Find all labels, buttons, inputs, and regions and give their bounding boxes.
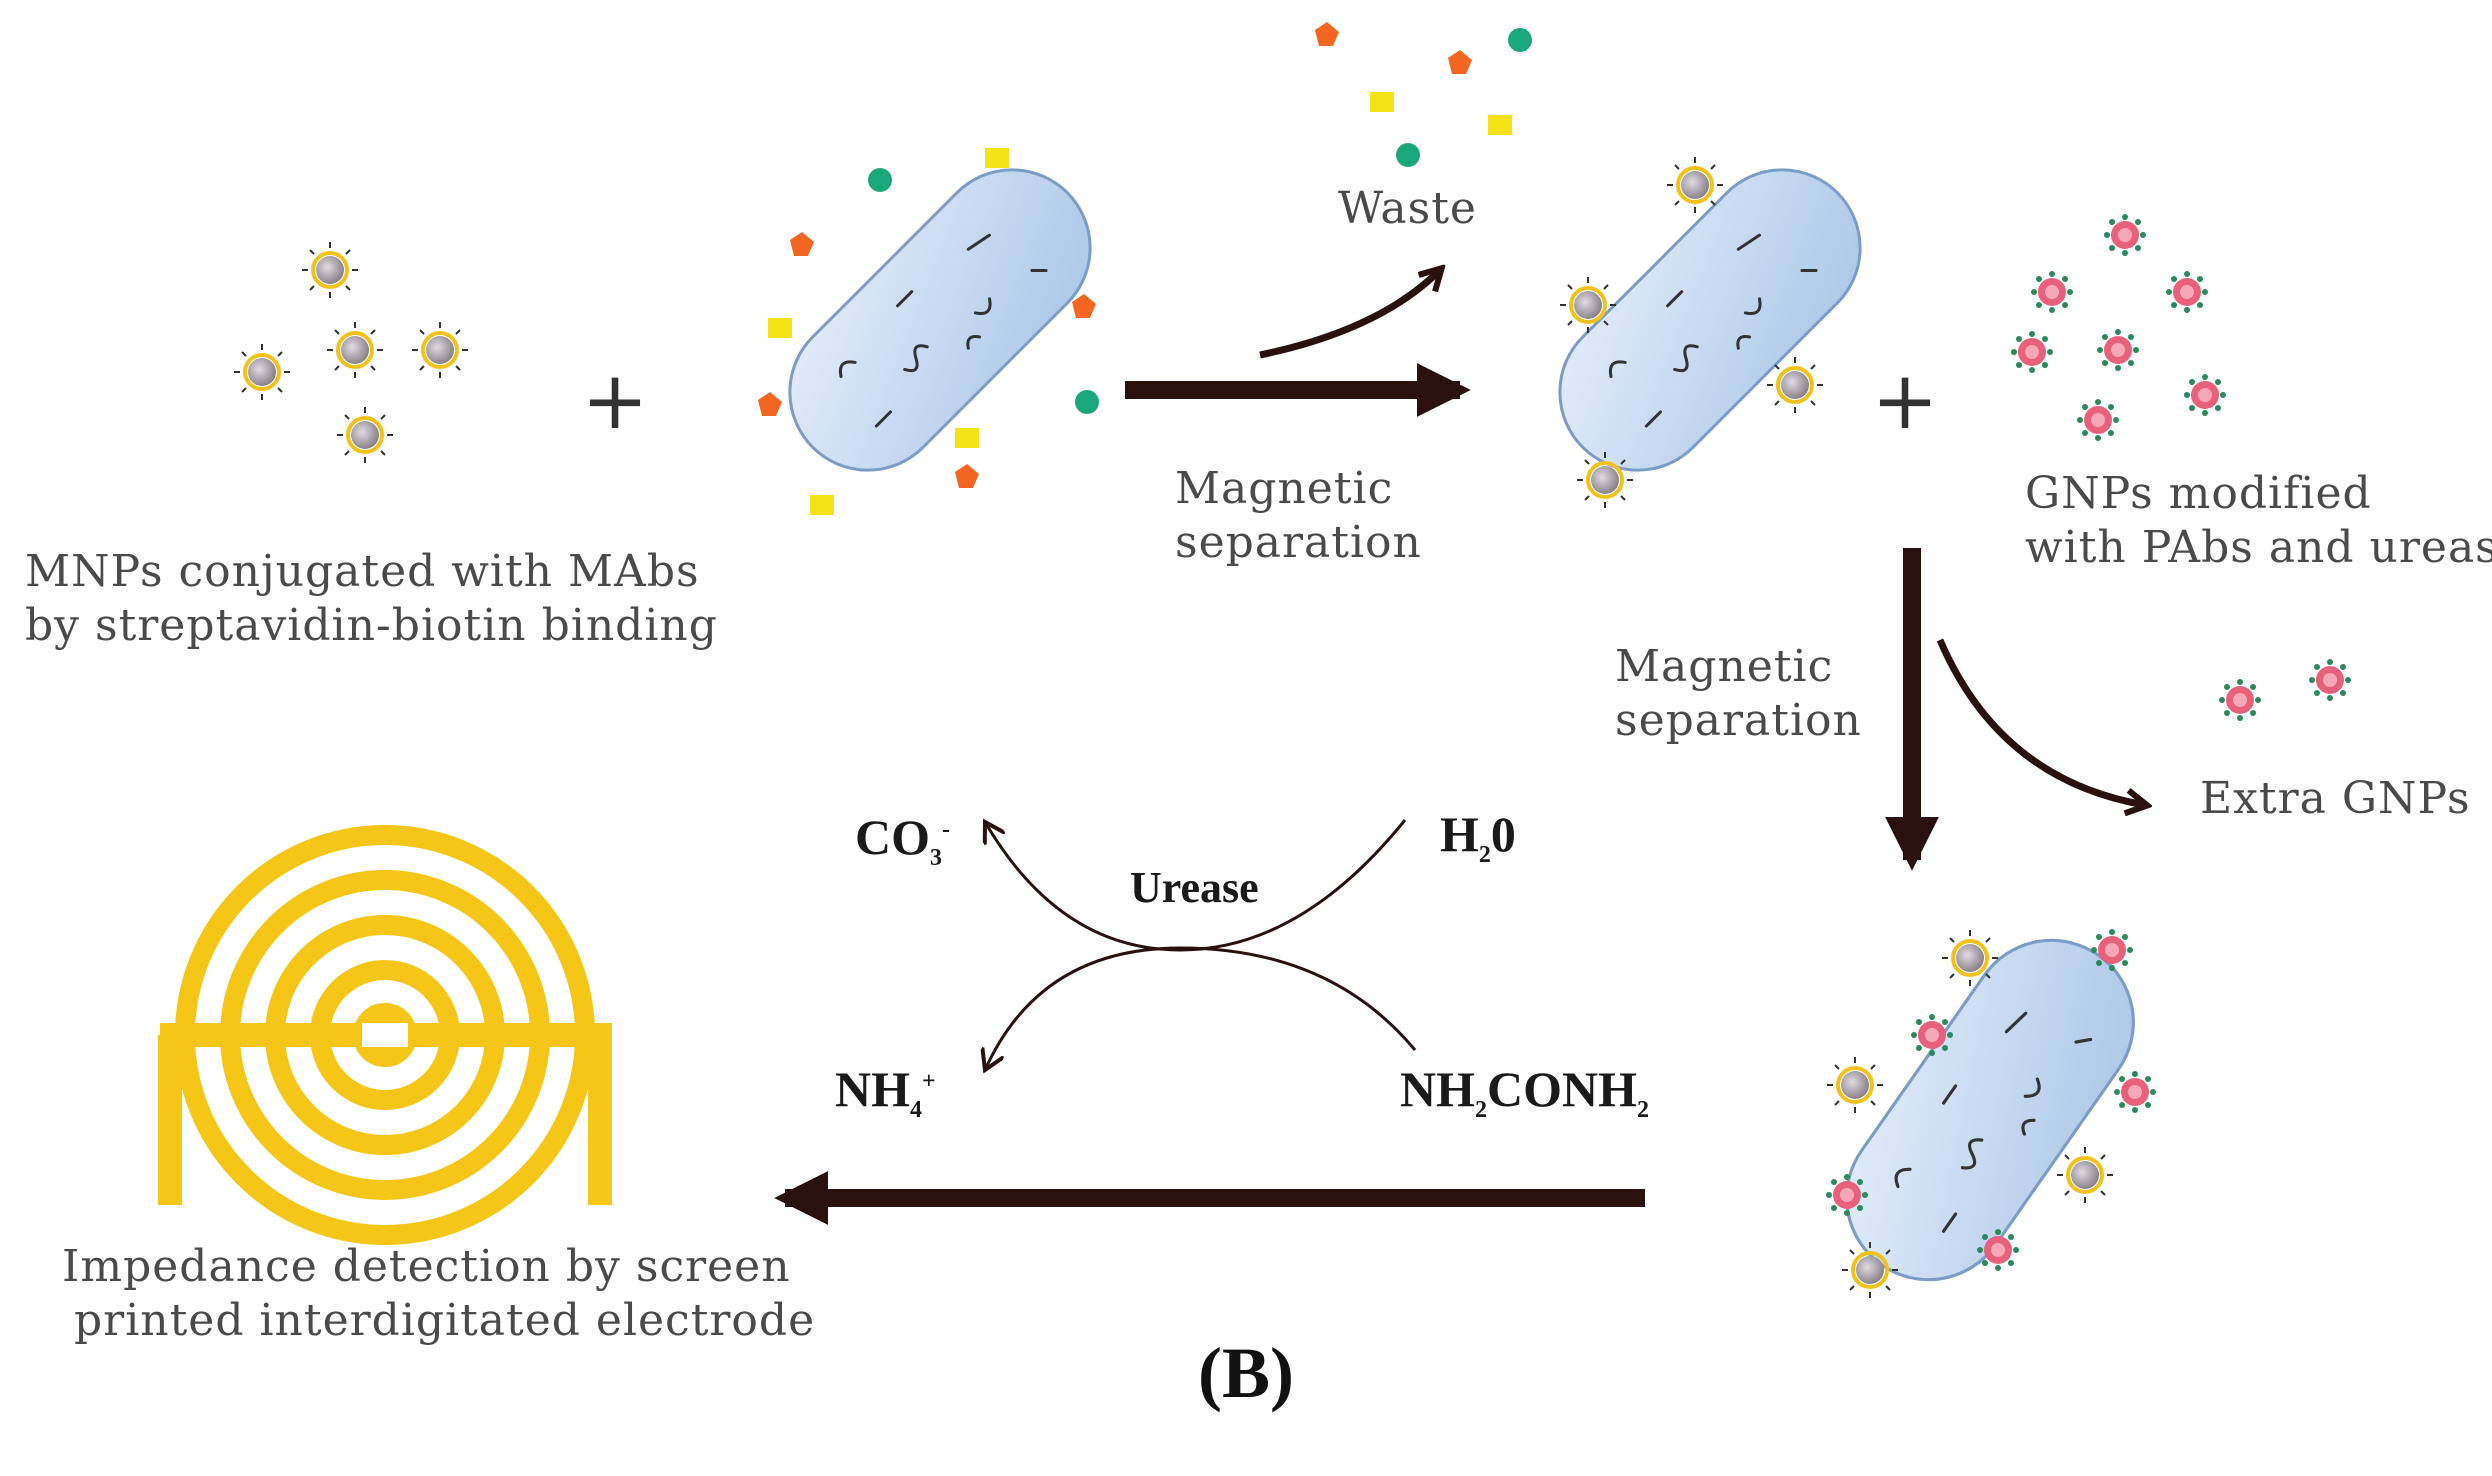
gnp-cluster [2011,214,2226,441]
plus-sign: + [1871,354,1938,447]
waste-molecule-icon [758,148,1099,515]
gold-nanoparticle-icon [2219,679,2261,721]
nh4-label: NH4+ [835,1060,936,1124]
magnetic-separation-1-line-2: separation [1175,517,1422,568]
co3-sup: - [942,816,950,843]
h2o-post: 0 [1490,806,1516,862]
magnetic-separation-label-1: Magnetic separation [1175,462,1422,570]
magnetic-nanoparticle-icon [410,320,470,380]
gold-nanoparticle-icon [2031,271,2073,313]
gold-nanoparticle-icon [2309,659,2351,701]
urea-label: NH2CONH2 [1400,1060,1649,1124]
magnetic-nanoparticle-icon [335,405,395,465]
co3-label: CO3- [855,808,950,872]
sandwich-complex [1812,906,2168,1314]
h2o-label: H20 [1440,805,1516,869]
mnps-label-line-2: by streptavidin-biotin binding [25,600,718,651]
nh4-sup: + [922,1068,936,1095]
magnetic-nanoparticle-icon [325,320,385,380]
gnps-label: GNPs modified with PAbs and urease [2025,467,2492,575]
urea-part-b: CONH [1487,1061,1637,1117]
mnp-cluster [232,240,470,465]
co3-base: CO [855,809,930,865]
electrode-gap [362,1023,408,1047]
urea-part-a: NH [1400,1061,1475,1117]
gold-nanoparticle-icon [2166,271,2208,313]
magnetic-nanoparticle-icon [2055,1145,2115,1205]
magnetic-separation-2-line-2: separation [1615,695,1862,746]
bacterium-icon [756,136,1124,504]
mnps-label-line-1: MNPs conjugated with MAbs [25,546,700,597]
gold-nanoparticle-icon [2077,399,2119,441]
magnetic-separation-2-line-1: Magnetic [1615,641,1834,692]
h2o-sub: 2 [1478,842,1491,868]
gold-nanoparticle-icon [2104,214,2146,256]
waste-label: Waste [1338,183,1477,234]
impedance-label-line-2: printed interdigitated electrode [74,1295,816,1346]
co3-sub: 3 [930,845,942,871]
gnps-label-line-2: with PAbs and urease [2025,522,2492,573]
gold-nanoparticle-icon [2011,331,2053,373]
extra-gnp-cluster [2219,659,2351,721]
magnetic-nanoparticle-icon [1665,155,1725,215]
nh4-base: NH [835,1061,910,1117]
magnetic-nanoparticle-icon [1765,355,1825,415]
magnetic-separation-label-2: Magnetic separation [1615,640,1862,748]
magnetic-nanoparticle-icon [232,342,292,402]
plus-sign: + [581,354,648,447]
magnetic-separation-1-line-1: Magnetic [1175,463,1394,514]
gnps-label-line-1: GNPs modified [2025,468,2372,519]
waste-cluster [1315,22,1532,167]
h2o-pre: H [1440,806,1479,862]
nh4-sub: 4 [910,1097,922,1123]
gold-nanoparticle-icon [2091,929,2133,971]
magnetic-nanoparticle-icon [1558,275,1618,335]
bacterium-mnp-complex [1526,136,1894,510]
magnetic-separation-arrow-2 [1885,548,2145,871]
urea-sub-1: 2 [1475,1097,1487,1123]
magnetic-nanoparticle-icon [300,240,360,300]
panel-label: (B) [1198,1333,1294,1413]
magnetic-nanoparticle-icon [1940,928,2000,988]
impedance-label: Impedance detection by screen printed in… [62,1240,815,1348]
urease-label: Urease [1130,863,1259,912]
gold-nanoparticle-icon [2097,329,2139,371]
bacterium-with-molecules [756,136,1124,515]
extra-gnps-label: Extra GNPs [2200,773,2471,824]
magnetic-separation-arrow-1 [1125,270,1471,417]
gold-nanoparticle-icon [2184,374,2226,416]
urease-reaction [985,820,1417,1070]
impedance-label-line-1: Impedance detection by screen [62,1241,791,1292]
gold-nanoparticle-icon [2114,1071,2156,1113]
urea-sub-2: 2 [1637,1097,1649,1123]
mnps-label: MNPs conjugated with MAbs by streptavidi… [25,545,718,653]
magnetic-nanoparticle-icon [1825,1055,1885,1115]
